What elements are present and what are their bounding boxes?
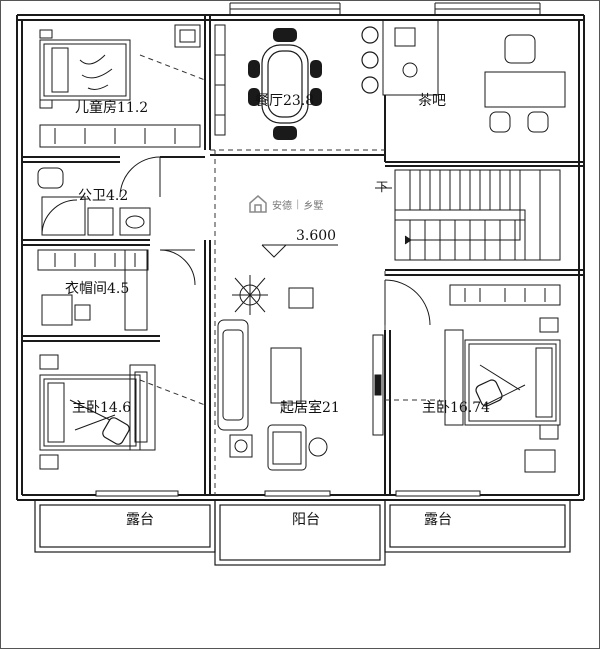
- room-label-public-bath: 公卫4.2: [78, 188, 129, 204]
- bath-fixtures: [37, 167, 151, 236]
- elevation-marker: [261, 244, 338, 258]
- staircase: [375, 169, 561, 261]
- room-label-cloakroom: 衣帽间4.5: [65, 281, 130, 297]
- terraces: [34, 499, 571, 566]
- door-arc: [119, 156, 161, 198]
- room-label-dining: 餐厅23.8: [255, 93, 315, 109]
- room-label-living: 起居室21: [280, 400, 340, 416]
- room-label-kids: 儿童房11.2: [75, 100, 149, 116]
- right-wardrobe: [449, 284, 561, 440]
- armchair: [267, 424, 307, 471]
- stair-down-mark: 下: [376, 180, 389, 194]
- room-label-tea-bar: 茶吧: [418, 93, 446, 109]
- right-tv: [444, 329, 464, 426]
- room-label-master-right: 主卧16.74: [422, 400, 491, 416]
- cloak-wardrobes: [37, 249, 149, 331]
- sofa: [217, 319, 249, 431]
- right-desk: [524, 449, 556, 473]
- lamp-box: [288, 287, 314, 309]
- dining-chairs: [248, 28, 322, 140]
- tea-table: [484, 34, 566, 133]
- room-label-master-left: 主卧14.6: [72, 400, 132, 416]
- watermark-separator: |: [296, 198, 300, 210]
- interior-walls: [22, 15, 584, 495]
- room-label-balcony: 阳台: [292, 512, 320, 528]
- room-label-terrace-left: 露台: [126, 512, 154, 528]
- coffee-table: [270, 347, 302, 404]
- kids-bed: [39, 29, 131, 109]
- left-bed-tv: [129, 364, 156, 451]
- watermark-brand: 安德: [272, 200, 292, 212]
- elevation-value: 3.600: [296, 228, 337, 244]
- left-bed-chair: [102, 417, 130, 445]
- tv-wall: [372, 334, 384, 436]
- side-cabinets: [214, 24, 226, 136]
- right-bed-chair: [475, 379, 503, 407]
- watermark-sub: 乡墅: [303, 200, 324, 212]
- left-master-bed: [39, 354, 141, 470]
- kids-wardrobe: [39, 124, 201, 148]
- dining-table: [261, 44, 309, 124]
- right-master-bed: [464, 339, 561, 426]
- bar-counter: [382, 19, 439, 96]
- house-logo-icon: [249, 195, 267, 213]
- watermark: 安德 | 乡墅: [248, 193, 323, 215]
- kids-desk: [174, 24, 201, 48]
- bottom-openings: [95, 490, 481, 497]
- plant: [232, 275, 268, 315]
- top-windows: [45, 2, 541, 21]
- side-table: [229, 434, 328, 458]
- bar-stools: [361, 26, 379, 94]
- room-label-terrace-right: 露台: [424, 512, 452, 528]
